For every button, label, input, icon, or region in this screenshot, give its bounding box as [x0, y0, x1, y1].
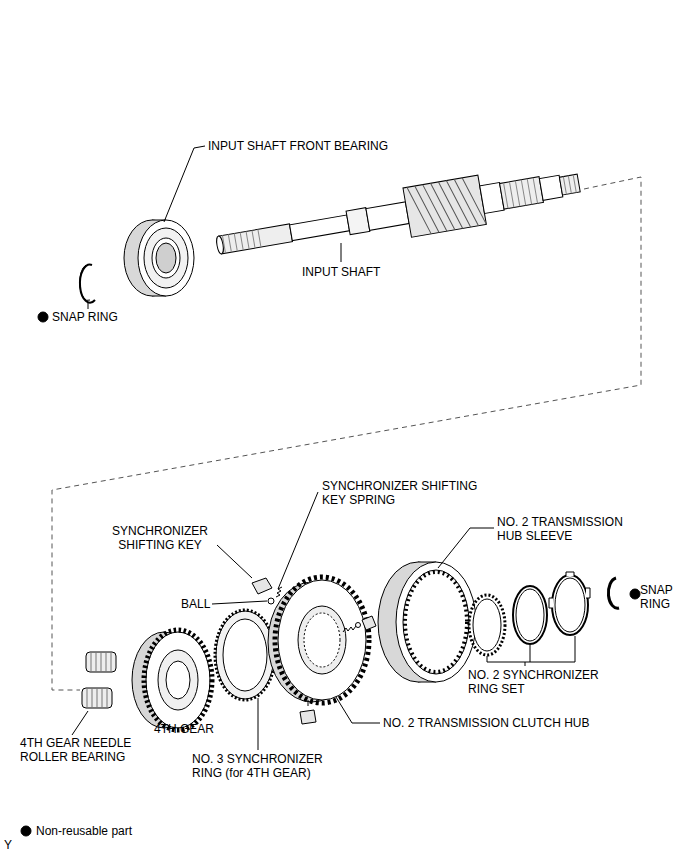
- hub-sleeve: [378, 562, 476, 682]
- part-label: 4TH GEAR NEEDLE ROLLER BEARING: [20, 736, 144, 764]
- shifting-key: [362, 616, 376, 630]
- leader-line: [341, 243, 342, 262]
- part-label: NO. 2 TRANSMISSION CLUTCH HUB: [383, 716, 589, 730]
- legend-text: Non-reusable part: [36, 824, 132, 838]
- part-label: NO. 2 SYNCHRONIZER RING SET: [468, 668, 618, 696]
- ball: [356, 623, 361, 628]
- bracket: [525, 662, 526, 666]
- leader-line: [278, 492, 318, 589]
- leader-line: [336, 697, 380, 723]
- part-label: INPUT SHAFT: [302, 265, 380, 279]
- part-label: BALL: [181, 597, 210, 611]
- leader-line: [212, 601, 267, 604]
- part-label: Y: [4, 838, 12, 852]
- gear: [132, 630, 212, 730]
- leader-line: [258, 698, 259, 750]
- snap-ring: [80, 265, 90, 301]
- input-shaft: [213, 158, 583, 270]
- bracket: [487, 636, 575, 662]
- key-spring: [343, 626, 356, 632]
- part-label: NO. 3 SYNCHRONIZER RING (for 4TH GEAR): [192, 752, 337, 780]
- part-label: SYNCHRONIZER SHIFTING KEY: [104, 524, 216, 552]
- bracket: [530, 645, 531, 662]
- part-label: INPUT SHAFT FRONT BEARING: [208, 139, 388, 153]
- snap-ring: [80, 265, 95, 303]
- legend-sample: [21, 826, 31, 836]
- non-reusable-dot: [38, 312, 48, 322]
- part-label: SNAP RING: [52, 310, 118, 324]
- synchronizer-ring-set: [469, 572, 590, 655]
- clutch-hub: [268, 577, 369, 703]
- bearing: [124, 220, 194, 296]
- part-label: 4TH GEAR: [154, 722, 214, 736]
- non-reusable-dot: [630, 589, 640, 599]
- leader-line: [438, 528, 494, 568]
- shifting-key: [252, 578, 272, 594]
- needle-bearing: [82, 652, 116, 708]
- snap-ring: [608, 578, 619, 608]
- leader-line: [72, 711, 88, 735]
- shifting-key: [300, 710, 316, 724]
- synchronizer-ring: [215, 610, 275, 700]
- part-label: NO. 2 TRANSMISSION HUB SLEEVE: [497, 515, 649, 543]
- leader-line: [164, 146, 205, 222]
- part-label: SNAP RING: [640, 583, 684, 611]
- leader-line: [88, 303, 89, 309]
- key-spring: [308, 700, 309, 706]
- part-label: SYNCHRONIZER SHIFTING KEY SPRING: [322, 479, 498, 507]
- leader-line: [217, 545, 252, 578]
- ball: [268, 598, 274, 604]
- key-spring: [276, 587, 282, 597]
